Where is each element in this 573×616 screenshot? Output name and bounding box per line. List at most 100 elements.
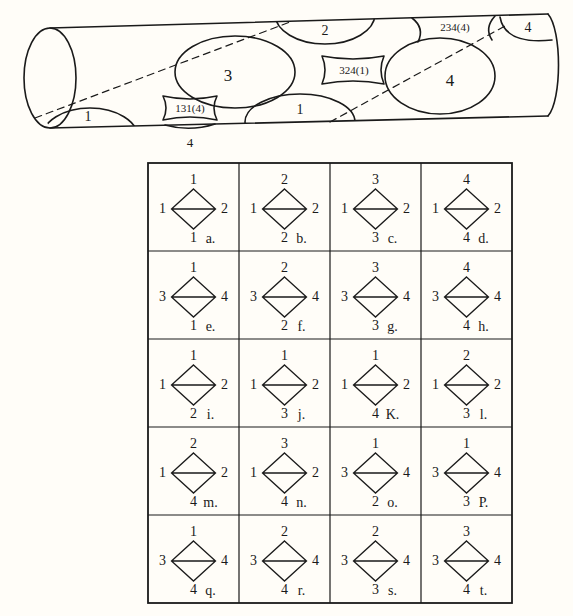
cell-number: 1 xyxy=(250,202,257,216)
cell-number: 3 xyxy=(432,466,439,480)
cell-number: 1 xyxy=(432,378,439,392)
cell-number: 2 xyxy=(494,202,501,216)
cell-number: 2 xyxy=(494,378,501,392)
cylinder-end xyxy=(548,14,559,116)
cell-letter: t. xyxy=(480,584,487,598)
cell-letter: h. xyxy=(478,320,489,334)
table-border xyxy=(148,163,512,603)
cell-number: 4 xyxy=(221,554,228,568)
diamond-set xyxy=(172,189,489,581)
cell-number: 3 xyxy=(250,290,257,304)
cell-letter: m. xyxy=(203,496,217,510)
interstice-outline xyxy=(322,56,384,84)
cell-number: 2 xyxy=(403,202,410,216)
cell-number: 4 xyxy=(281,495,288,509)
cell-number: 2 xyxy=(281,231,288,245)
cell-number: 3 xyxy=(341,466,348,480)
cell-number: 2 xyxy=(190,437,197,451)
cell-number: 4 xyxy=(463,319,470,333)
cell-number: 4 xyxy=(190,495,197,509)
cell-number: 4 xyxy=(312,554,319,568)
circle-outline xyxy=(275,0,375,44)
callout-number: 3 xyxy=(224,67,233,84)
cell-number: 3 xyxy=(463,525,470,539)
diamond-symbol xyxy=(445,453,489,493)
cell-number: 4 xyxy=(463,261,470,275)
cell-number: 2 xyxy=(403,378,410,392)
region-outline xyxy=(165,124,215,128)
cell-letter: b. xyxy=(296,232,307,246)
cell-number: 4 xyxy=(494,554,501,568)
interstice-outline xyxy=(163,96,217,120)
diamond-symbol xyxy=(354,189,398,229)
callout-number: 4 xyxy=(525,21,532,35)
cell-letter: j. xyxy=(298,408,305,422)
cell-number: 1 xyxy=(281,349,288,363)
helix-dashed-line xyxy=(330,26,505,122)
callout-number: 4 xyxy=(446,72,455,89)
circle-outline xyxy=(385,38,495,114)
cell-number: 1 xyxy=(372,349,379,363)
cell-number: 4 xyxy=(221,290,228,304)
cell-number: 2 xyxy=(312,466,319,480)
cell-number: 2 xyxy=(281,525,288,539)
cell-letter: f. xyxy=(297,320,305,334)
cell-number: 3 xyxy=(281,437,288,451)
cell-letter: i. xyxy=(207,408,214,422)
cell-number: 1 xyxy=(250,466,257,480)
interstice-outline xyxy=(412,18,420,42)
cell-number: 4 xyxy=(312,290,319,304)
cell-number: 3 xyxy=(159,554,166,568)
cylinder-end xyxy=(24,28,76,128)
diamond-symbol xyxy=(263,365,307,405)
cell-letter: r. xyxy=(298,584,305,598)
callout-number: 131(4) xyxy=(175,103,204,114)
cell-number: 3 xyxy=(372,583,379,597)
cell-number: 2 xyxy=(221,378,228,392)
cell-number: 4 xyxy=(403,554,410,568)
cell-number: 4 xyxy=(463,173,470,187)
cell-letter: g. xyxy=(387,320,398,334)
cell-number: 4 xyxy=(494,290,501,304)
interstice-outline xyxy=(489,16,495,40)
cylinder-edge xyxy=(50,14,548,28)
cell-letter: n. xyxy=(296,496,307,510)
cell-number: 2 xyxy=(190,407,197,421)
table-rule xyxy=(148,163,512,603)
cell-number: 2 xyxy=(312,202,319,216)
cell-letter: c. xyxy=(388,232,398,246)
cell-number: 1 xyxy=(190,349,197,363)
callout-number: 2 xyxy=(322,24,329,38)
cell-letter: d. xyxy=(478,232,489,246)
diamond-symbol xyxy=(354,453,398,493)
cell-number: 1 xyxy=(341,202,348,216)
circle-outline xyxy=(245,94,355,150)
cell-number: 2 xyxy=(312,378,319,392)
cell-number: 4 xyxy=(463,583,470,597)
diamond-symbol xyxy=(354,365,398,405)
cell-letter: s. xyxy=(388,584,397,598)
diamond-symbol xyxy=(172,365,216,405)
diamond-symbol xyxy=(172,541,216,581)
callout-number: 234(4) xyxy=(440,22,469,33)
cell-number: 3 xyxy=(341,554,348,568)
cell-number: 2 xyxy=(281,319,288,333)
diamond-symbol xyxy=(445,365,489,405)
cell-number: 1 xyxy=(250,378,257,392)
cell-number: 3 xyxy=(372,319,379,333)
cell-letter: e. xyxy=(206,320,216,334)
cell-letter: l. xyxy=(480,408,487,422)
cell-number: 4 xyxy=(372,407,379,421)
diamond-symbol xyxy=(445,277,489,317)
cell-number: 1 xyxy=(341,378,348,392)
cell-number: 3 xyxy=(341,290,348,304)
callout-number: 4 xyxy=(187,136,194,149)
cell-number: 1 xyxy=(190,261,197,275)
cell-number: 3 xyxy=(463,407,470,421)
cell-number: 3 xyxy=(372,261,379,275)
diamond-symbol xyxy=(172,277,216,317)
cell-number: 2 xyxy=(463,349,470,363)
diamond-symbol xyxy=(354,277,398,317)
